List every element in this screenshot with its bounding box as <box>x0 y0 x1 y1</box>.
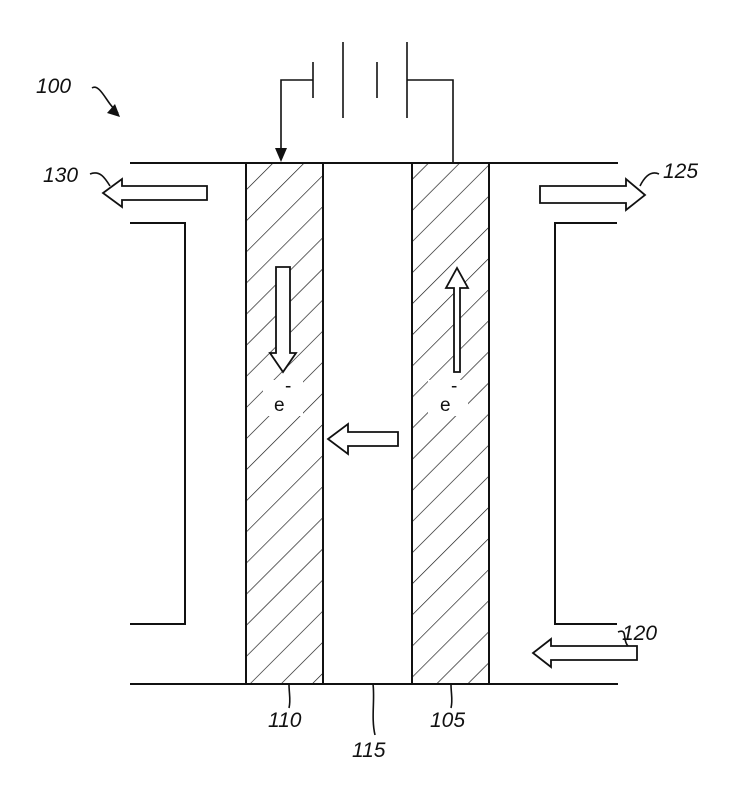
leader-105 <box>451 684 452 708</box>
leader-130 <box>90 173 110 186</box>
electron-label-left-text: e <box>274 395 285 416</box>
wire-to-cathode <box>281 80 313 155</box>
electron-charge-left: - <box>285 376 291 397</box>
electron-label-left: e - <box>263 376 303 416</box>
ref-label-130: 130 <box>43 164 78 187</box>
ion-flow-left-arrow-icon <box>328 424 398 454</box>
electron-charge-right: - <box>451 376 457 397</box>
leader-100-arrowhead-icon <box>107 104 120 117</box>
electron-label-right-text: e <box>440 395 451 416</box>
ref-label-105: 105 <box>430 709 465 732</box>
leader-125 <box>640 173 659 186</box>
wire-to-anode <box>407 80 453 163</box>
leader-110 <box>289 684 290 708</box>
anode-electrode <box>412 163 489 684</box>
ref-label-120: 120 <box>622 622 657 645</box>
ref-label-100: 100 <box>36 75 71 98</box>
battery-icon <box>313 42 407 118</box>
outlet-right-arrow-icon <box>540 179 645 210</box>
left-chamber-wall <box>130 223 185 624</box>
wire-arrowhead-icon <box>275 148 287 162</box>
leader-115 <box>373 684 375 735</box>
ref-label-115: 115 <box>352 739 386 762</box>
outlet-left-arrow-icon <box>103 179 207 207</box>
ref-label-110: 110 <box>268 709 302 732</box>
electron-label-right: e - <box>428 376 468 416</box>
right-chamber-wall <box>555 223 617 624</box>
ref-label-125: 125 <box>663 160 698 183</box>
cathode-electrode <box>246 163 323 684</box>
